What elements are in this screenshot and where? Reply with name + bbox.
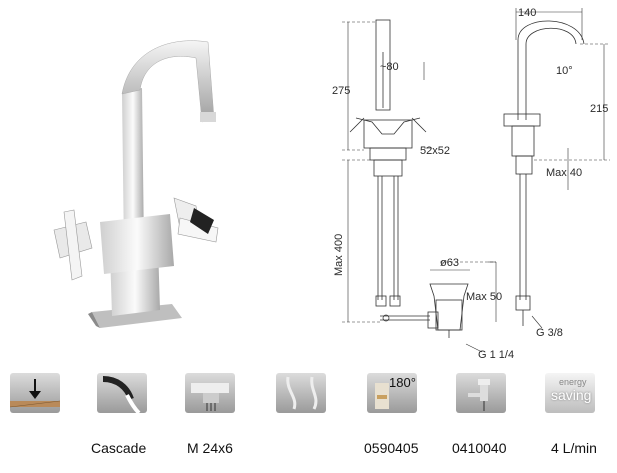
caption-cascade: Cascade bbox=[91, 440, 147, 456]
deck-mount-icon bbox=[10, 373, 60, 413]
dim-waste-dia: ø63 bbox=[440, 257, 459, 269]
cartridge-angle: 180° bbox=[389, 375, 416, 390]
energy-saving-icon: energy saving bbox=[545, 373, 595, 413]
dim-deck: Max 40 bbox=[546, 167, 582, 179]
cascade-flow-icon bbox=[97, 373, 147, 413]
product-photo bbox=[53, 40, 219, 328]
dim-top-width: 140 bbox=[518, 7, 536, 19]
caption-waste: 0410040 bbox=[452, 440, 507, 456]
caption-flow-rate: 4 L/min bbox=[551, 440, 597, 456]
dim-spout-reach: ~80 bbox=[380, 61, 399, 73]
dim-thread-waste: G 1 1/4 bbox=[478, 349, 514, 360]
caption-cartridge: 0590405 bbox=[364, 440, 419, 456]
dim-base: 52x52 bbox=[420, 145, 450, 157]
caption-aerator: M 24x6 bbox=[187, 440, 233, 456]
technical-drawing: 275 ~80 140 10° 215 52x52 Max 40 Max 400… bbox=[332, 7, 610, 360]
dim-waste-height: Max 50 bbox=[466, 291, 502, 303]
dim-spout-height: 215 bbox=[590, 103, 608, 115]
dim-thread-inlet: G 3/8 bbox=[536, 327, 563, 339]
aerator-icon bbox=[185, 373, 235, 413]
flexible-hose-icon bbox=[276, 373, 326, 413]
ceramic-cartridge-icon: 180° bbox=[367, 373, 417, 413]
pop-up-waste-icon bbox=[456, 373, 506, 413]
dim-hose: Max 400 bbox=[333, 234, 345, 276]
dim-angle: 10° bbox=[556, 65, 573, 77]
dim-height-total: 275 bbox=[332, 85, 350, 97]
front-spout-column bbox=[375, 19, 391, 111]
